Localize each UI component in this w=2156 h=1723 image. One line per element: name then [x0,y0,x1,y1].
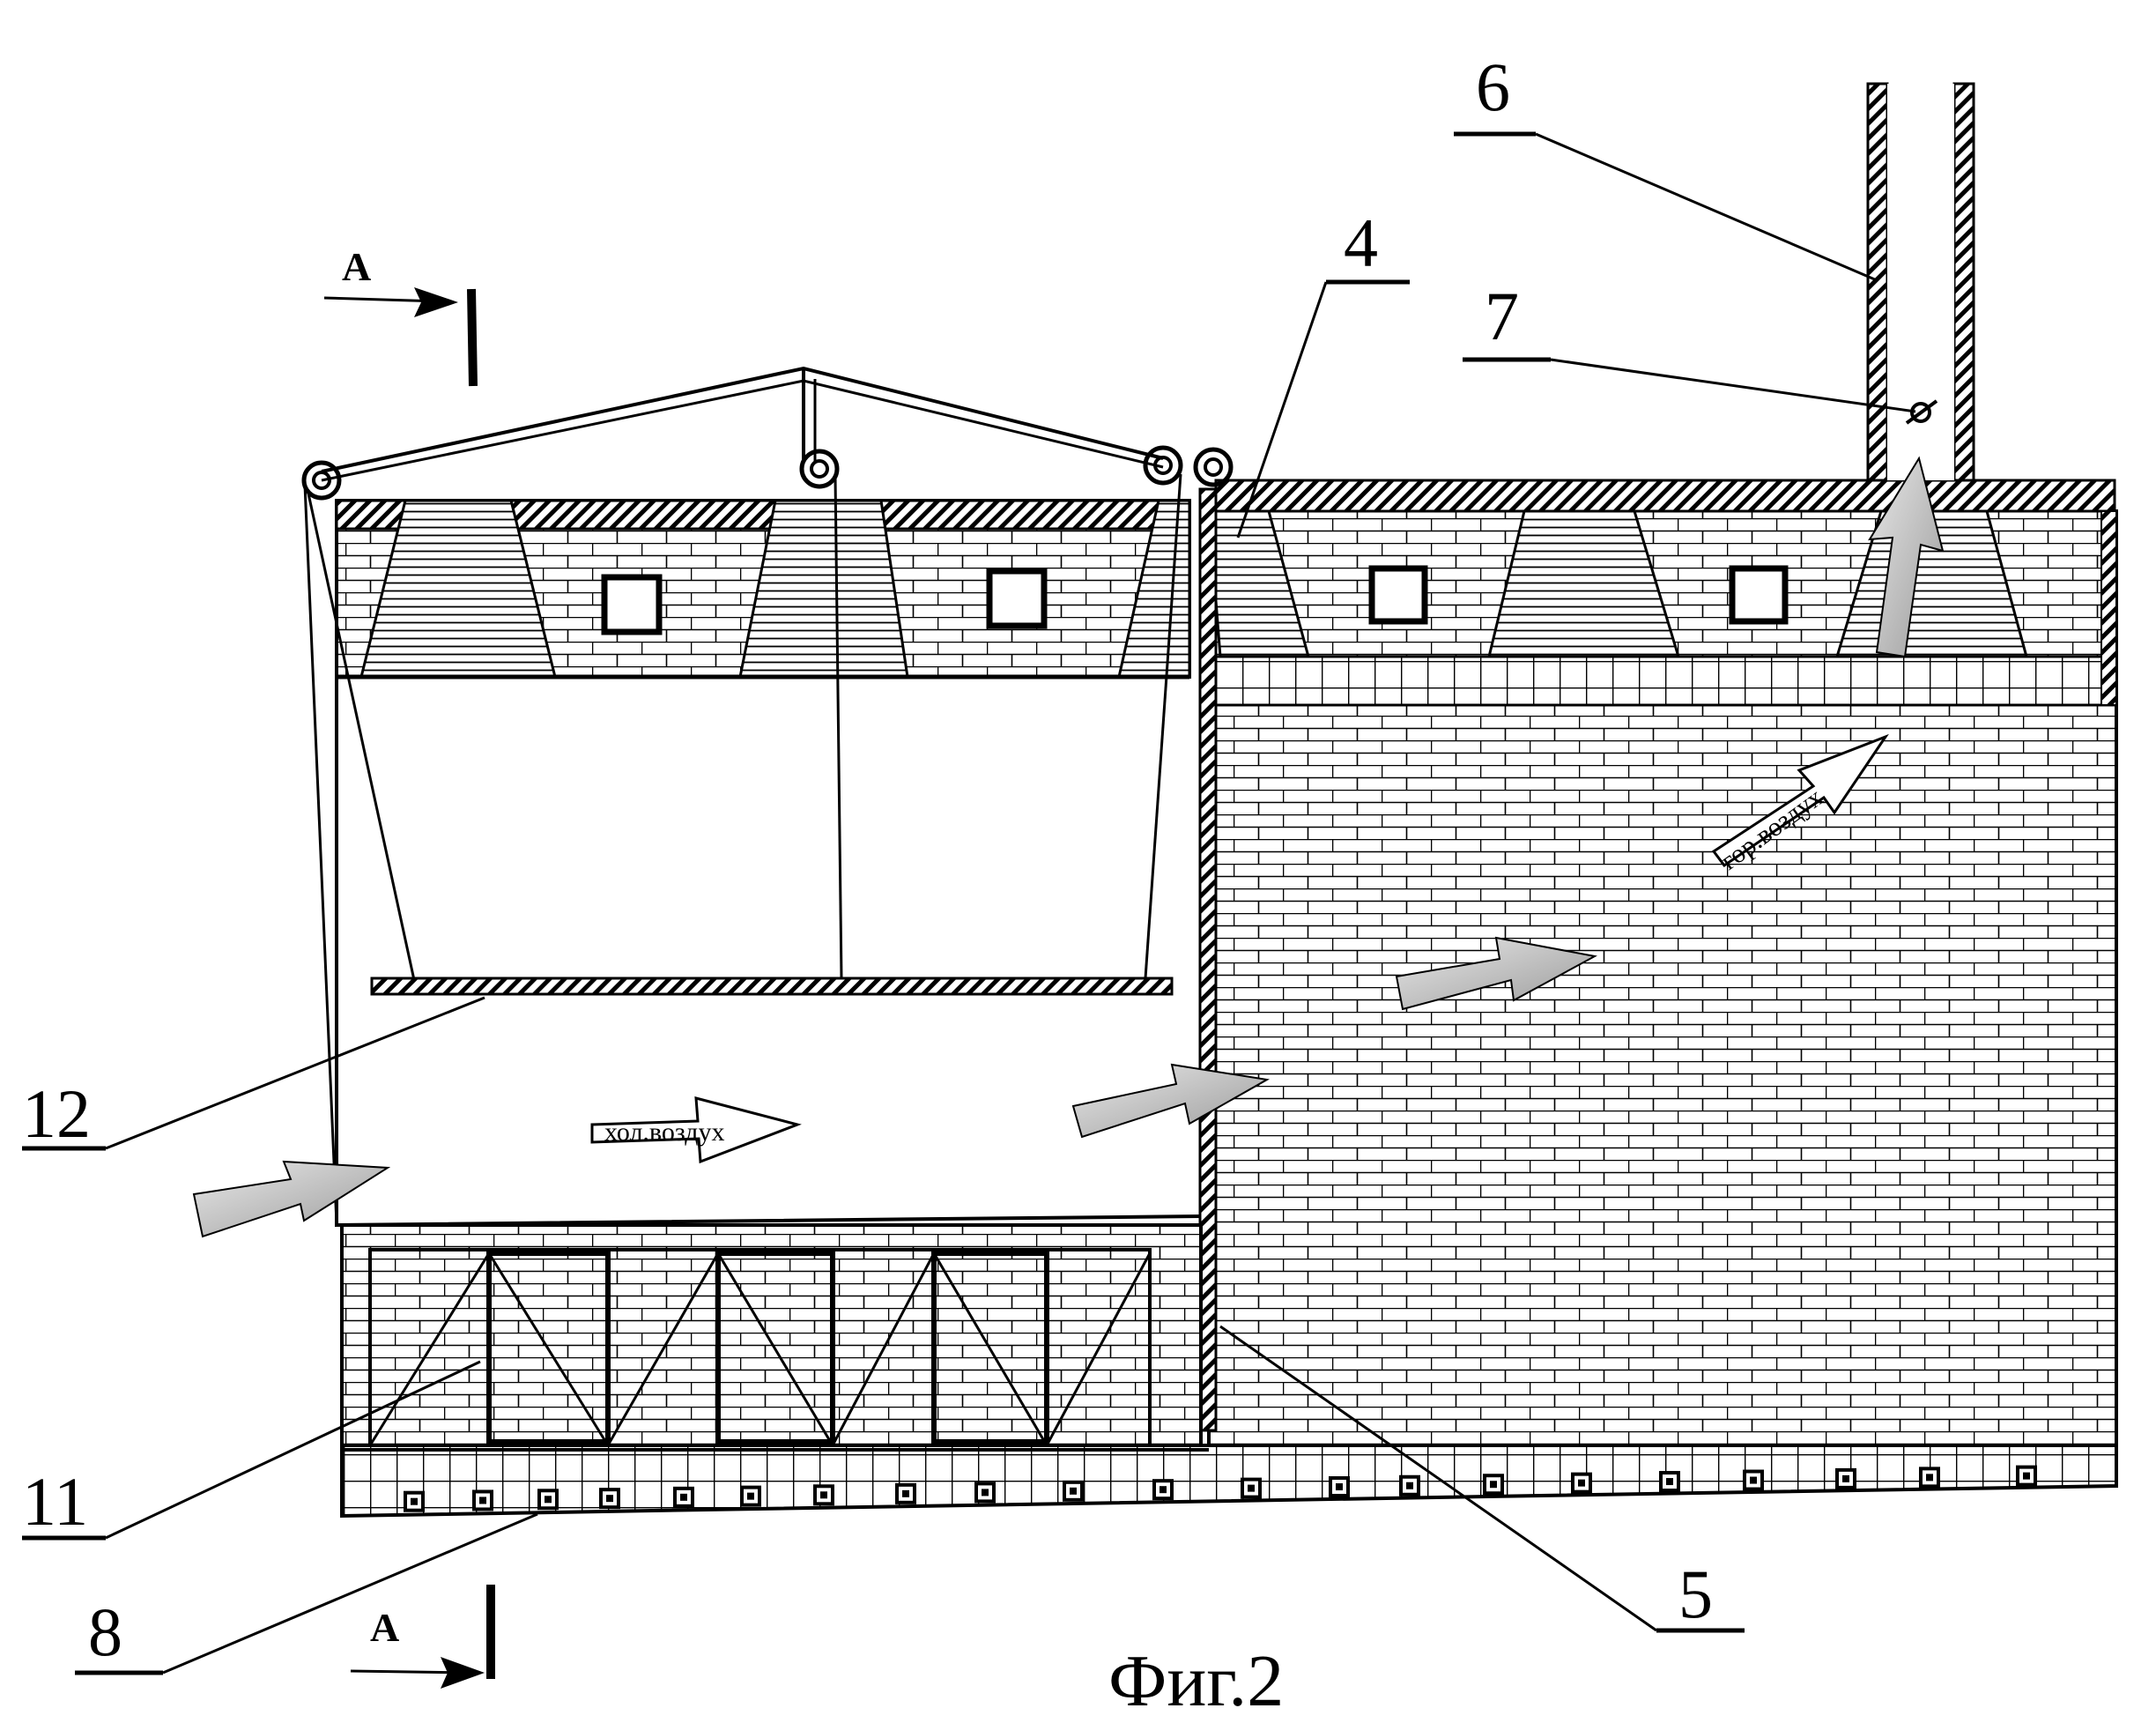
section-marker-bottom: А [351,1585,491,1689]
left-zone-outline [337,677,1201,1225]
label-11: 11 [22,1463,88,1540]
label-5: 5 [1678,1556,1713,1632]
floor-air-hole-dot [1070,1488,1077,1495]
floor-air-hole-dot [1336,1483,1343,1490]
floor-air-hole-dot [1842,1475,1849,1482]
chimney [1868,84,1974,480]
lifting-mechanism [304,368,1231,1223]
floor-air-hole-dot [479,1496,486,1504]
floor-air-hole-dot [1578,1480,1585,1487]
floor-air-hole-dot [1490,1481,1497,1488]
floor-air-hole-dot [1750,1477,1757,1484]
floor-air-hole-dot [747,1493,754,1500]
floor-air-hole-dot [902,1490,909,1497]
lifting-platform [372,978,1172,994]
floor-air-hole-dot [820,1491,827,1498]
cold-air-text: хол.воздух [604,1118,724,1147]
left-roof [337,501,1189,677]
floor-air-hole-dot [2023,1473,2030,1480]
section-marker-top: А [324,244,473,386]
svg-text:А: А [370,1605,399,1650]
floor-air-hole-dot [411,1498,418,1505]
figure-caption: Фиг.2 [1108,1640,1284,1722]
label-4: 4 [1344,204,1378,281]
floor-air-hole-dot [982,1489,989,1496]
label-7: 7 [1485,278,1519,354]
floor-air-hole-dot [1926,1474,1933,1481]
svg-text:А: А [342,244,371,289]
floor-air-hole-dot [1666,1478,1673,1485]
floor-air-hole-dot [545,1496,552,1503]
floor-air-hole-dot [1159,1486,1167,1493]
label-12: 12 [22,1075,91,1152]
floor-air-hole-dot [606,1495,613,1502]
label-6: 6 [1476,48,1510,125]
left-lower-zone [342,1225,1201,1450]
floor-air-hole-dot [680,1494,687,1501]
floor-air-hole-dot [1248,1485,1255,1492]
right-chamber [1209,480,2116,1486]
label-8: 8 [88,1593,122,1670]
floor-air-hole-dot [1406,1482,1413,1489]
